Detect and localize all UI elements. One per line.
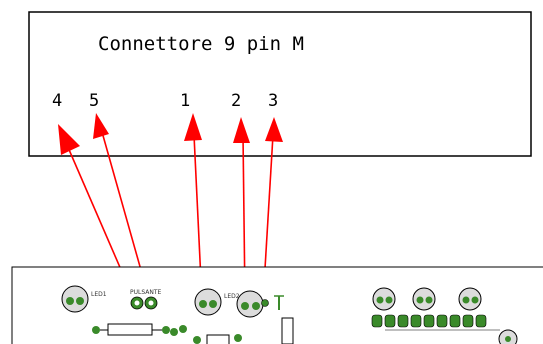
led3 [236, 290, 284, 318]
arrow-head-pin-2 [233, 117, 250, 143]
pin-label-4: 4 [52, 91, 62, 111]
pin-label-3: 3 [268, 91, 278, 111]
led1-label: LED1 [91, 291, 107, 298]
right-cluster [371, 287, 518, 344]
connector-box: Connettore 9 pin M 4 5 1 2 3 [28, 11, 532, 157]
lower-left-components [92, 317, 294, 344]
led2: LED2 [194, 288, 240, 316]
led2-label: LED2 [224, 293, 240, 300]
circuit-board: LED1 PULSANTE LED2 [11, 266, 543, 344]
led1: LED1 [61, 285, 107, 313]
pulsante-label: PULSANTE [130, 289, 162, 296]
connector-title: Connettore 9 pin M [98, 33, 304, 55]
pin-label-2: 2 [231, 91, 241, 111]
pin-label-5: 5 [89, 91, 99, 111]
pulsante: PULSANTE [130, 289, 162, 310]
arrow-heads [58, 113, 283, 155]
pin-label-1: 1 [180, 91, 190, 111]
arrow-head-pin-3 [265, 117, 283, 142]
arrow-head-pin-1 [184, 113, 202, 141]
arrow-head-pin-5 [93, 113, 109, 139]
arrow-head-pin-4 [58, 124, 80, 155]
